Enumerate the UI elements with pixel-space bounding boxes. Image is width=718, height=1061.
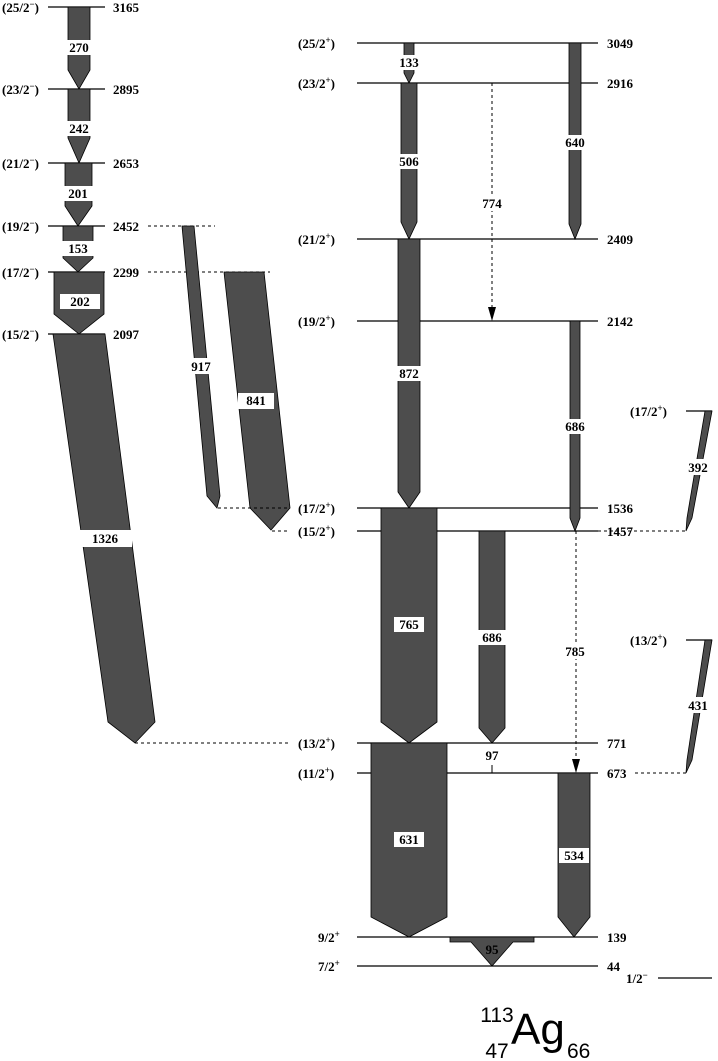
energy-label: 3049 (607, 36, 634, 51)
mass-number: 113 (480, 1004, 513, 1027)
gamma-label-686: 686 (565, 419, 585, 434)
spin-label: 1/2− (626, 970, 648, 986)
gamma-label-1326: 1326 (92, 531, 119, 546)
spin-label: (19/2−) (2, 218, 39, 234)
gamma-arrow-95 (449, 936, 535, 967)
gamma-label-686: 686 (482, 630, 502, 645)
neutron-number: 66 (567, 1040, 590, 1061)
gamma-label-765: 765 (399, 617, 419, 632)
spin-label: (15/2+) (298, 523, 335, 539)
gamma-label-872: 872 (399, 366, 419, 381)
gamma-label-431: 431 (688, 698, 708, 713)
gamma-label-270: 270 (69, 40, 89, 55)
gamma-label-95: 95 (486, 942, 500, 957)
gamma-label-97: 97 (486, 748, 500, 763)
element-symbol: Ag (511, 1005, 565, 1054)
energy-label: 2895 (113, 82, 140, 97)
energy-label: 3165 (113, 0, 140, 15)
spin-label: (25/2−) (2, 0, 39, 15)
spin-label: 7/2+ (318, 958, 340, 974)
spin-label: (11/2+) (298, 765, 334, 781)
energy-label: 673 (607, 766, 627, 781)
nucleus-label: 113 47 Ag 66 (480, 1004, 590, 1061)
gamma-label-242: 242 (69, 121, 89, 136)
spin-label: (13/2+) (298, 735, 335, 751)
energy-label: 2653 (113, 156, 140, 171)
gamma-label-201: 201 (68, 186, 88, 201)
energy-label: 2916 (607, 76, 634, 91)
spin-label: (21/2−) (2, 155, 39, 171)
gamma-label-534: 534 (564, 848, 584, 863)
spin-label: (17/2+) (630, 403, 667, 419)
spin-label: (15/2−) (2, 326, 39, 342)
gamma-label-202: 202 (70, 294, 90, 309)
gamma-label-392: 392 (688, 460, 708, 475)
spin-label: (19/2+) (298, 313, 335, 329)
energy-label: 2142 (607, 314, 633, 329)
energy-label: 771 (607, 736, 627, 751)
spin-label: (17/2+) (298, 500, 335, 516)
energy-label: 2409 (607, 232, 634, 247)
energy-label: 2299 (113, 265, 140, 280)
spin-label: (25/2+) (298, 35, 335, 51)
gamma-label-631: 631 (399, 832, 419, 847)
energy-label: 139 (607, 930, 627, 945)
positive-parity-band: (25/2+) (23/2+) (21/2+) (19/2+) (17/2+) … (135, 35, 712, 986)
gamma-label-785: 785 (565, 644, 585, 659)
spin-label: 9/2+ (318, 929, 340, 945)
gamma-label-153: 153 (68, 241, 88, 256)
energy-label: 1536 (607, 501, 634, 516)
gamma-label-506: 506 (399, 154, 419, 169)
gamma-label-133: 133 (399, 55, 419, 70)
negative-parity-band: (25/2−) (23/2−) (21/2−) (19/2−) (17/2−) … (2, 0, 291, 744)
spin-label: (23/2−) (2, 81, 39, 97)
side-structures: (17/2+) (13/2+) 392 431 (630, 403, 714, 774)
spin-label: (23/2+) (298, 75, 335, 91)
spin-label: (21/2+) (298, 231, 335, 247)
spin-label: (13/2+) (630, 632, 667, 648)
gamma-label-774: 774 (482, 196, 502, 211)
gamma-label-640: 640 (565, 135, 585, 150)
gamma-label-917: 917 (191, 359, 211, 374)
energy-label: 2097 (113, 327, 140, 342)
spin-label: (17/2−) (2, 264, 39, 280)
gamma-label-841: 841 (246, 393, 266, 408)
energy-label: 44 (607, 959, 621, 974)
energy-label: 2452 (113, 219, 139, 234)
atomic-number: 47 (485, 1040, 508, 1061)
energy-label: 1457 (607, 524, 634, 539)
